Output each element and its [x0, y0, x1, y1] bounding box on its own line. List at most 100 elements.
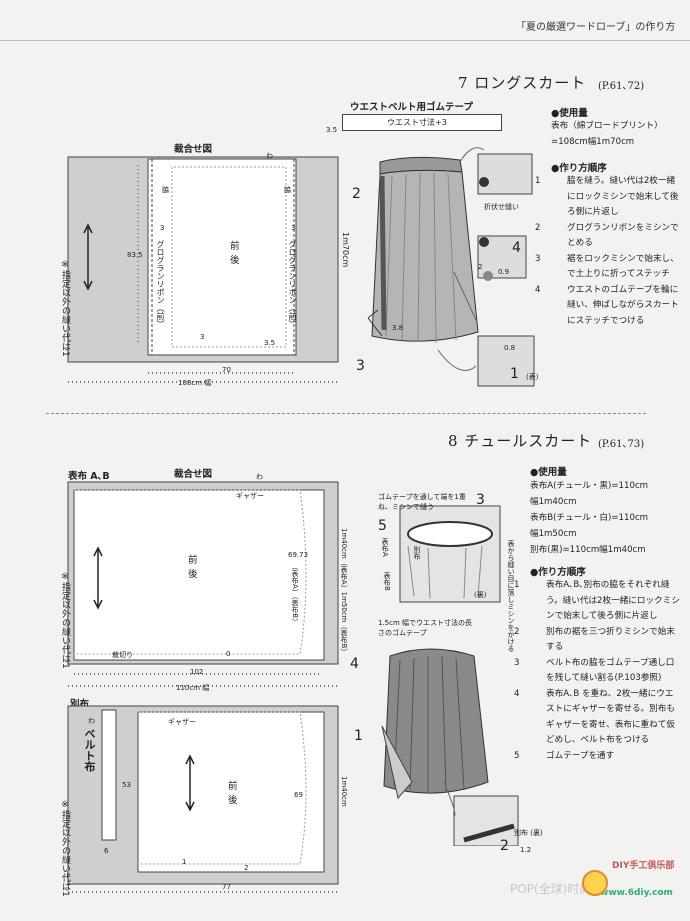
s7-fold-stitch: 折伏せ縫い	[484, 203, 519, 211]
s7-steps-heading: ●作り方順序	[551, 163, 607, 174]
header-rule	[0, 40, 690, 41]
s8-material-line: 表布A(チュール・黒)=110cm	[530, 481, 649, 491]
s8-steps-heading: ●作り方順序	[530, 567, 586, 578]
s7-materials-heading: ●使用量	[551, 108, 588, 119]
s8-callout-4: 4	[350, 656, 359, 672]
s7-note: ※指定以外の縫い代は1	[60, 260, 70, 357]
belt-label: ウエストベルト用ゴムテープ	[350, 102, 473, 113]
s8-callout-3: 3	[476, 492, 485, 508]
s8-material-line: 幅1m50cm	[530, 529, 577, 539]
s7-length: 1m70cm	[341, 232, 350, 268]
s8-callout-2: 2	[500, 838, 509, 854]
s8-dim-6973: 69.73	[288, 551, 309, 559]
s8-elastic-note: 1.5cm 幅でウエスト寸法の長さのゴムテープ	[378, 619, 473, 637]
watermark-logo-icon	[582, 870, 608, 896]
s7-dim-3c: 3	[200, 333, 205, 341]
section-divider	[46, 413, 646, 414]
s8-callout-1: 1	[354, 728, 363, 744]
s8-skirt-illustration	[381, 505, 519, 846]
s8-gather: ギャザー	[236, 492, 264, 500]
s8-note2: ※指定以外の縫い代は1	[60, 800, 70, 897]
s8-outer-b: 表布B	[383, 572, 391, 591]
s8-dim-12: 1.2	[520, 846, 532, 854]
s7-dim-3a: 3	[160, 224, 165, 232]
s8-dim-1: 1	[182, 858, 187, 866]
s7-callout-1: 1	[510, 366, 519, 382]
s7-callout-3: 3	[356, 358, 365, 374]
s7-width-total: 108cm 幅	[178, 379, 212, 387]
watermark-site: www.6diy.com	[600, 888, 673, 898]
s7-side-label-left: 脇	[162, 186, 169, 194]
s8-material-line: 幅1m40cm	[530, 497, 577, 507]
section8-title: 8 チュールスカート	[448, 432, 593, 450]
s8-rubber-note: ゴムテープを通して端を1重ね、ミシンで縫う	[378, 493, 466, 511]
s8-length-b: 1m40cm	[340, 776, 348, 807]
s8-materials: 表布A(チュール・黒)=110cm 幅1m40cm 表布B(チュール・白)=11…	[530, 478, 680, 558]
s8-dim-77: 77	[222, 883, 231, 891]
s7-materials: 表布（綿ブロードプリント） =108cm幅1m70cm	[551, 118, 681, 150]
s7-callout-2b: 2	[478, 263, 483, 271]
s8-note: ※指定以外の縫い代は1	[60, 572, 70, 669]
s8-material-line: 表布B(チュール・白)=110cm	[530, 513, 649, 523]
s8-front: 前	[188, 555, 198, 566]
section8-pages: (P.61､73)	[598, 439, 645, 450]
s8-belt-ura: 別布 (裏)	[514, 829, 543, 837]
watermark-brand: DIY手工俱乐部	[612, 861, 675, 871]
s8-ab-label: （表布A）（表布B）	[291, 563, 299, 626]
s8-dim-53: 53	[122, 781, 131, 789]
s7-num-08: 0.8	[504, 344, 516, 352]
s8-fold-mark: わ	[256, 473, 263, 481]
s7-ribbon-right: グログランリボン（前）	[288, 240, 297, 328]
s7-dim-70: 70	[222, 366, 231, 374]
s8-dim-102: 102	[190, 668, 204, 676]
belt-width: 3.5	[326, 126, 338, 134]
s8-gather2: ギャザー	[168, 718, 196, 726]
s8-belt-cloth: 別布	[70, 699, 90, 710]
s8-dim-69: 69	[294, 791, 303, 799]
s7-callout-2: 2	[352, 186, 361, 202]
s8-front2: 前	[228, 781, 238, 792]
s7-omote: (表)	[526, 373, 539, 381]
s8-back: 後	[188, 569, 198, 580]
s8-outer-label: 表布 A､B	[68, 471, 110, 482]
s8-belt-fold: わ	[88, 717, 95, 725]
section7-title: 7 ロングスカート	[458, 74, 587, 92]
s8-dim-6: 6	[104, 847, 109, 855]
series-header: 「夏の厳選ワードローブ」の作り方	[516, 22, 676, 33]
s7-dim-35: 3.5	[264, 339, 276, 347]
s7-cutting-diagram	[67, 156, 339, 383]
s8-bettu: 別布	[413, 546, 421, 560]
belt-size: ウエスト寸法+3	[387, 118, 447, 127]
watermark-pop: POP(全球)时尚网	[510, 882, 604, 896]
s8-width-110: 110cm 幅	[176, 684, 210, 692]
s7-num-09: 0.9	[498, 268, 510, 276]
s7-back: 後	[230, 255, 240, 266]
s7-dim-83: 83.5	[127, 251, 143, 259]
s7-ribbon-left: グログランリボン（前）	[156, 240, 165, 328]
s8-cutting-diagram-belt	[67, 705, 339, 893]
s7-front: 前	[230, 241, 240, 252]
s7-dim-3b: 3	[291, 224, 296, 232]
belt-strip: ウエスト寸法+3	[342, 114, 502, 131]
s7-callout-4: 4	[512, 240, 521, 256]
s8-hem-cut: 裁切り	[112, 651, 133, 659]
s7-skirt-illustration	[367, 147, 535, 387]
s7-material-line: 表布（綿ブロードプリント）	[551, 121, 663, 131]
s7-cut-title: 裁合せ図	[174, 144, 213, 155]
s8-material-line: 別布(黒)=110cm幅1m40cm	[530, 545, 646, 555]
s8-cutting-diagram-outer	[67, 481, 339, 687]
s8-back2: 後	[228, 795, 238, 806]
s7-material-line: =108cm幅1m70cm	[551, 137, 635, 147]
s8-cut-title: 裁合せ図	[174, 469, 213, 480]
s8-outer-a: 表布A	[381, 538, 389, 557]
s8-zero: 0	[226, 650, 231, 658]
